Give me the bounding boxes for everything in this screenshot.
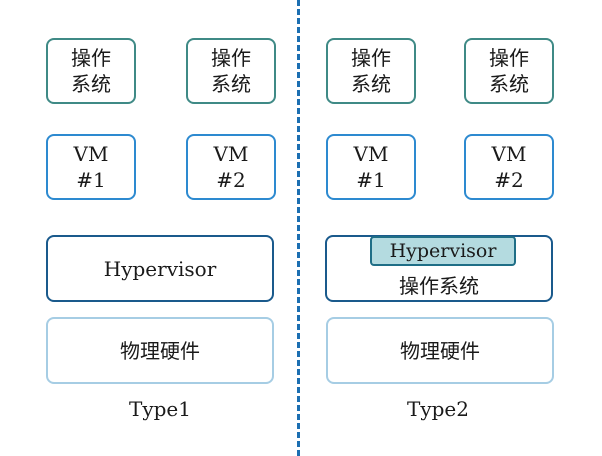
type2-vm-2-line1: VM <box>491 142 527 166</box>
type2-os-1-line2: 系统 <box>351 72 391 96</box>
type1-hardware-label: 物理硬件 <box>120 338 200 363</box>
type1-vm-box-1: VM #1 <box>46 134 136 200</box>
type1-hypervisor-box: Hypervisor <box>46 235 274 302</box>
type2-os-box-2: 操作 系统 <box>464 38 554 104</box>
type1-vm-2-line1: VM <box>213 142 249 166</box>
type2-hardware-box: 物理硬件 <box>326 317 554 384</box>
type2-hypervisor-label: Hypervisor <box>389 240 497 262</box>
type1-os-1-line1: 操作 <box>71 46 111 70</box>
type1-os-2-line2: 系统 <box>211 72 251 96</box>
type1-vm-box-2: VM #2 <box>186 134 276 200</box>
type1-vm-1-line2: #1 <box>76 168 106 192</box>
type1-vm-1-line1: VM <box>73 142 109 166</box>
type1-os-2-line1: 操作 <box>211 46 251 70</box>
type1-os-box-2: 操作 系统 <box>186 38 276 104</box>
type1-os-box-1: 操作 系统 <box>46 38 136 104</box>
type2-hardware-label: 物理硬件 <box>400 338 480 363</box>
type1-os-1-line2: 系统 <box>71 72 111 96</box>
divider-dashed-line <box>297 0 300 456</box>
type2-vm-1-line2: #1 <box>356 168 386 192</box>
type2-os-box-1: 操作 系统 <box>326 38 416 104</box>
type2-os-2-line1: 操作 <box>489 46 529 70</box>
type2-vm-1-line1: VM <box>353 142 389 166</box>
type2-caption: Type2 <box>406 397 469 421</box>
type2-vm-box-2: VM #2 <box>464 134 554 200</box>
type2-os-1-line1: 操作 <box>351 46 391 70</box>
type2-vm-2-line2: #2 <box>494 168 524 192</box>
type2-vm-box-1: VM #1 <box>326 134 416 200</box>
type1-vm-2-line2: #2 <box>216 168 246 192</box>
type1-hypervisor-label: Hypervisor <box>103 256 217 281</box>
type2-hypervisor-box: Hypervisor <box>370 236 516 266</box>
type1-caption: Type1 <box>128 397 191 421</box>
type2-os-2-line2: 系统 <box>489 72 529 96</box>
type2-host-os-label: 操作系统 <box>399 274 479 298</box>
type1-hardware-box: 物理硬件 <box>46 317 274 384</box>
